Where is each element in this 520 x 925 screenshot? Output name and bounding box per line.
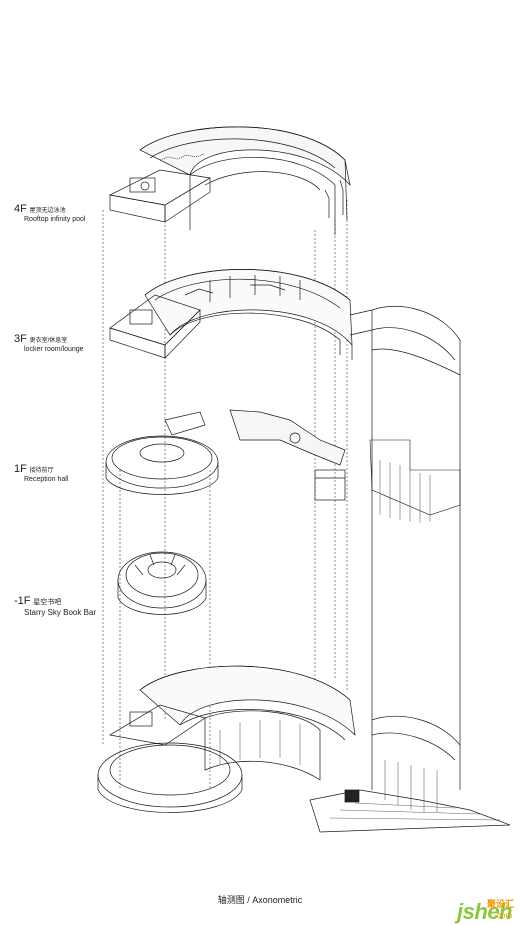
level-label-3f: 3F 更衣室/休息室 locker room/lounge xyxy=(14,333,84,353)
watermark-main: jsheh xyxy=(457,899,512,924)
caption-en: Axonometric xyxy=(252,895,303,905)
caption-separator: / xyxy=(247,895,250,905)
level-4f-block xyxy=(108,126,351,235)
level-b1f-block xyxy=(117,551,207,615)
level-name-cn: 星空书吧 xyxy=(33,599,62,606)
level-label-4f: 4F 屋顶无边泳池 Rooftop infinity pool xyxy=(14,203,85,223)
watermark-side-cn: 聚设汇 xyxy=(486,899,514,909)
level-label-1f: 1F 接待前厅 Reception hall xyxy=(14,463,68,483)
level-code: -1F xyxy=(14,595,31,607)
level-code: 1F xyxy=(14,463,27,475)
level-name-en: Reception hall xyxy=(24,476,69,483)
level-1f-block xyxy=(105,409,346,501)
figure-caption: 轴测图 / Axonometric xyxy=(0,893,520,906)
level-name-en: Starry Sky Book Bar xyxy=(24,608,97,617)
watermark-side-en: .com xyxy=(494,911,512,920)
watermark-logo: jsheh 聚设汇 .com xyxy=(457,899,514,925)
caption-cn: 轴测图 xyxy=(217,895,245,905)
level-name-en: locker room/lounge xyxy=(24,346,84,353)
level-3f-block xyxy=(109,269,353,360)
right-tower xyxy=(349,305,461,812)
level-name-cn: 屋顶无边泳池 xyxy=(29,208,66,214)
level-name-en: Rooftop infinity pool xyxy=(24,216,86,223)
level-label-b1f: -1F 星空书吧 Starry Sky Book Bar xyxy=(14,595,96,617)
level-code: 3F xyxy=(14,333,27,345)
ground-level-block xyxy=(97,665,511,833)
level-name-cn: 更衣室/休息室 xyxy=(29,338,68,344)
level-code: 4F xyxy=(14,203,27,215)
level-name-cn: 接待前厅 xyxy=(29,468,54,474)
